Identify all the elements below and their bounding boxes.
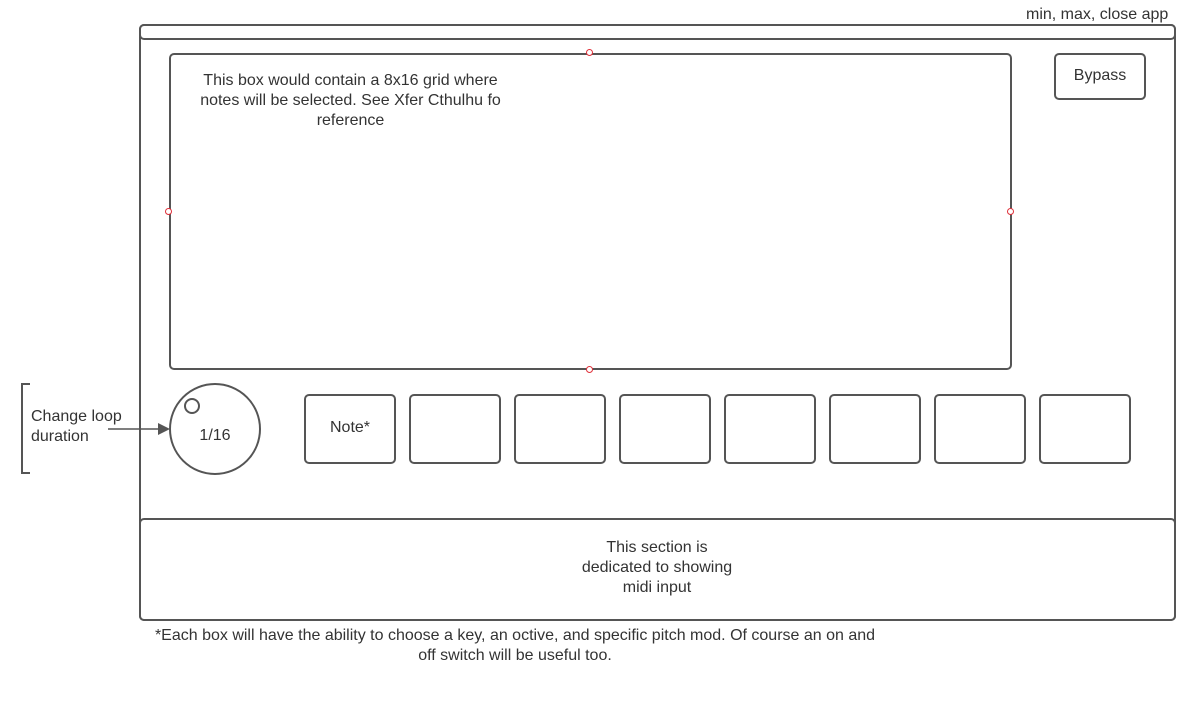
resize-handle-top	[586, 49, 593, 56]
title-bar	[139, 24, 1176, 40]
annotation-arrow	[108, 423, 170, 435]
note-slot[interactable]: Note*	[304, 394, 396, 464]
resize-handle-right	[1007, 208, 1014, 215]
midi-input-section	[139, 518, 1176, 621]
note-slot[interactable]	[934, 394, 1026, 464]
window-controls-label: min, max, close app	[1026, 6, 1169, 23]
knob-indicator	[184, 398, 200, 414]
note-slot[interactable]	[1039, 394, 1131, 464]
note-slot[interactable]	[829, 394, 921, 464]
bypass-button[interactable]: Bypass	[1054, 53, 1146, 100]
note-slot[interactable]	[514, 394, 606, 464]
midi-input-description: This section is dedicated to showing mid…	[581, 539, 733, 596]
note-slot[interactable]	[619, 394, 711, 464]
loop-duration-knob[interactable]: 1/16	[169, 383, 261, 475]
note-slot[interactable]	[724, 394, 816, 464]
annotation-bracket	[21, 383, 30, 474]
resize-handle-bottom	[586, 366, 593, 373]
note-slot-label: Note*	[329, 419, 371, 436]
bypass-button-label: Bypass	[1073, 67, 1127, 84]
note-grid-description: This box would contain a 8x16 grid where…	[200, 72, 501, 129]
note-grid-area[interactable]	[169, 53, 1012, 370]
footnote: *Each box will have the ability to choos…	[154, 627, 876, 664]
knob-value: 1/16	[199, 427, 231, 444]
resize-handle-left	[165, 208, 172, 215]
note-slot[interactable]	[409, 394, 501, 464]
loop-duration-annotation: Change loop duration	[31, 408, 122, 445]
